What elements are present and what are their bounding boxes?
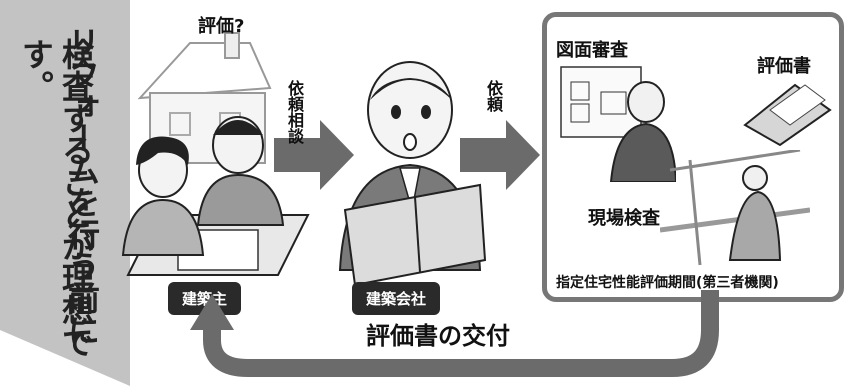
report-label: 評価書	[757, 56, 811, 77]
drawing-review-illustration	[560, 66, 676, 182]
banner-line-2: 検査することが理想です。	[17, 38, 95, 358]
question-label: 評価?	[198, 16, 245, 37]
site-inspection-label: 現場検査	[588, 208, 660, 229]
arrow-to-agency	[460, 120, 540, 190]
delivery-label: 評価書の交付	[366, 322, 510, 350]
agency-panel	[542, 12, 844, 302]
return-arrow	[190, 290, 719, 377]
request-consult-label: 依頼相談	[285, 80, 304, 144]
request-label: 依頼	[484, 80, 503, 112]
builder-label: 建築会社	[352, 282, 441, 315]
drawing-review-label: 図面審査	[556, 40, 628, 61]
report-envelope-icon	[743, 83, 832, 147]
site-inspection-illustration	[660, 150, 810, 266]
banner-shape	[0, 0, 130, 386]
banner-line-1: リフォームを行う前に	[63, 26, 101, 346]
owner-couple-illustration	[121, 116, 310, 276]
arrow-to-builder	[274, 120, 354, 190]
builder-illustration	[338, 61, 487, 287]
side-banner: リフォームを行う前に 検査することが理想です。	[0, 0, 130, 386]
agency-name-label: 指定住宅性能評価期間(第三者機関)	[556, 275, 779, 291]
